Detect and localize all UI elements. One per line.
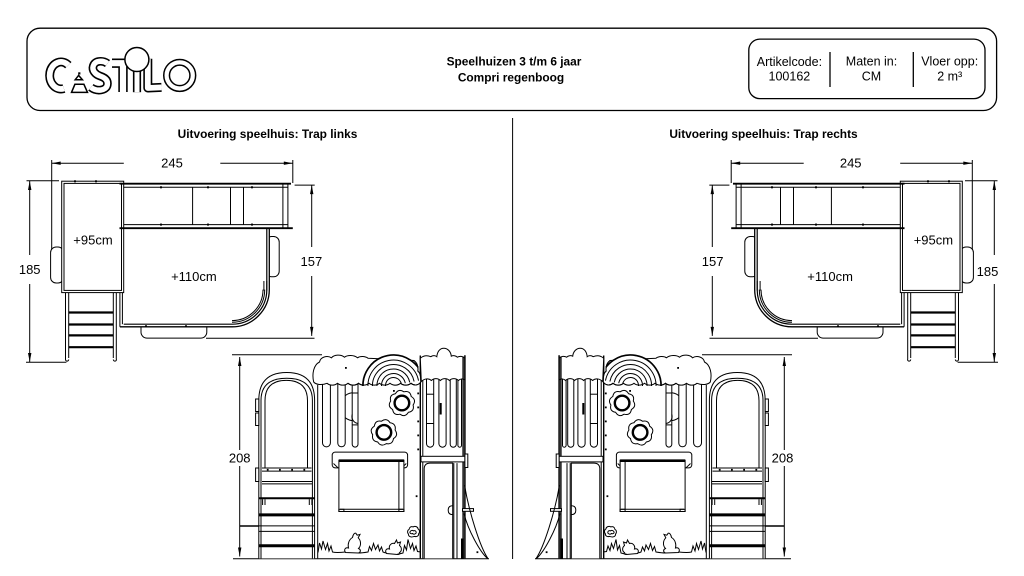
- svg-text:+110cm: +110cm: [807, 269, 853, 284]
- svg-text:100162: 100162: [769, 70, 811, 84]
- svg-text:Uitvoering speelhuis: Trap lin: Uitvoering speelhuis: Trap links: [178, 127, 358, 141]
- svg-text:Vloer opp:: Vloer opp:: [921, 55, 978, 69]
- svg-text:185: 185: [977, 264, 999, 279]
- svg-text:Maten in:: Maten in:: [846, 55, 897, 69]
- svg-text:208: 208: [229, 451, 251, 466]
- svg-text:Artikelcode:: Artikelcode:: [757, 55, 822, 69]
- svg-text:157: 157: [702, 254, 724, 269]
- svg-text:Compri regenboog: Compri regenboog: [458, 71, 564, 85]
- svg-text:157: 157: [301, 254, 323, 269]
- svg-text:245: 245: [840, 156, 862, 171]
- svg-text:Uitvoering speelhuis: Trap rec: Uitvoering speelhuis: Trap rechts: [669, 127, 858, 141]
- svg-text:2 m³: 2 m³: [937, 70, 962, 84]
- svg-text:185: 185: [19, 262, 41, 277]
- svg-text:+110cm: +110cm: [171, 269, 217, 284]
- svg-text:+95cm: +95cm: [914, 233, 953, 248]
- svg-text:245: 245: [161, 156, 183, 171]
- svg-text:+95cm: +95cm: [73, 233, 112, 248]
- svg-text:CM: CM: [862, 70, 881, 84]
- svg-text:208: 208: [772, 451, 794, 466]
- svg-text:Speelhuizen 3 t/m 6 jaar: Speelhuizen 3 t/m 6 jaar: [447, 55, 582, 69]
